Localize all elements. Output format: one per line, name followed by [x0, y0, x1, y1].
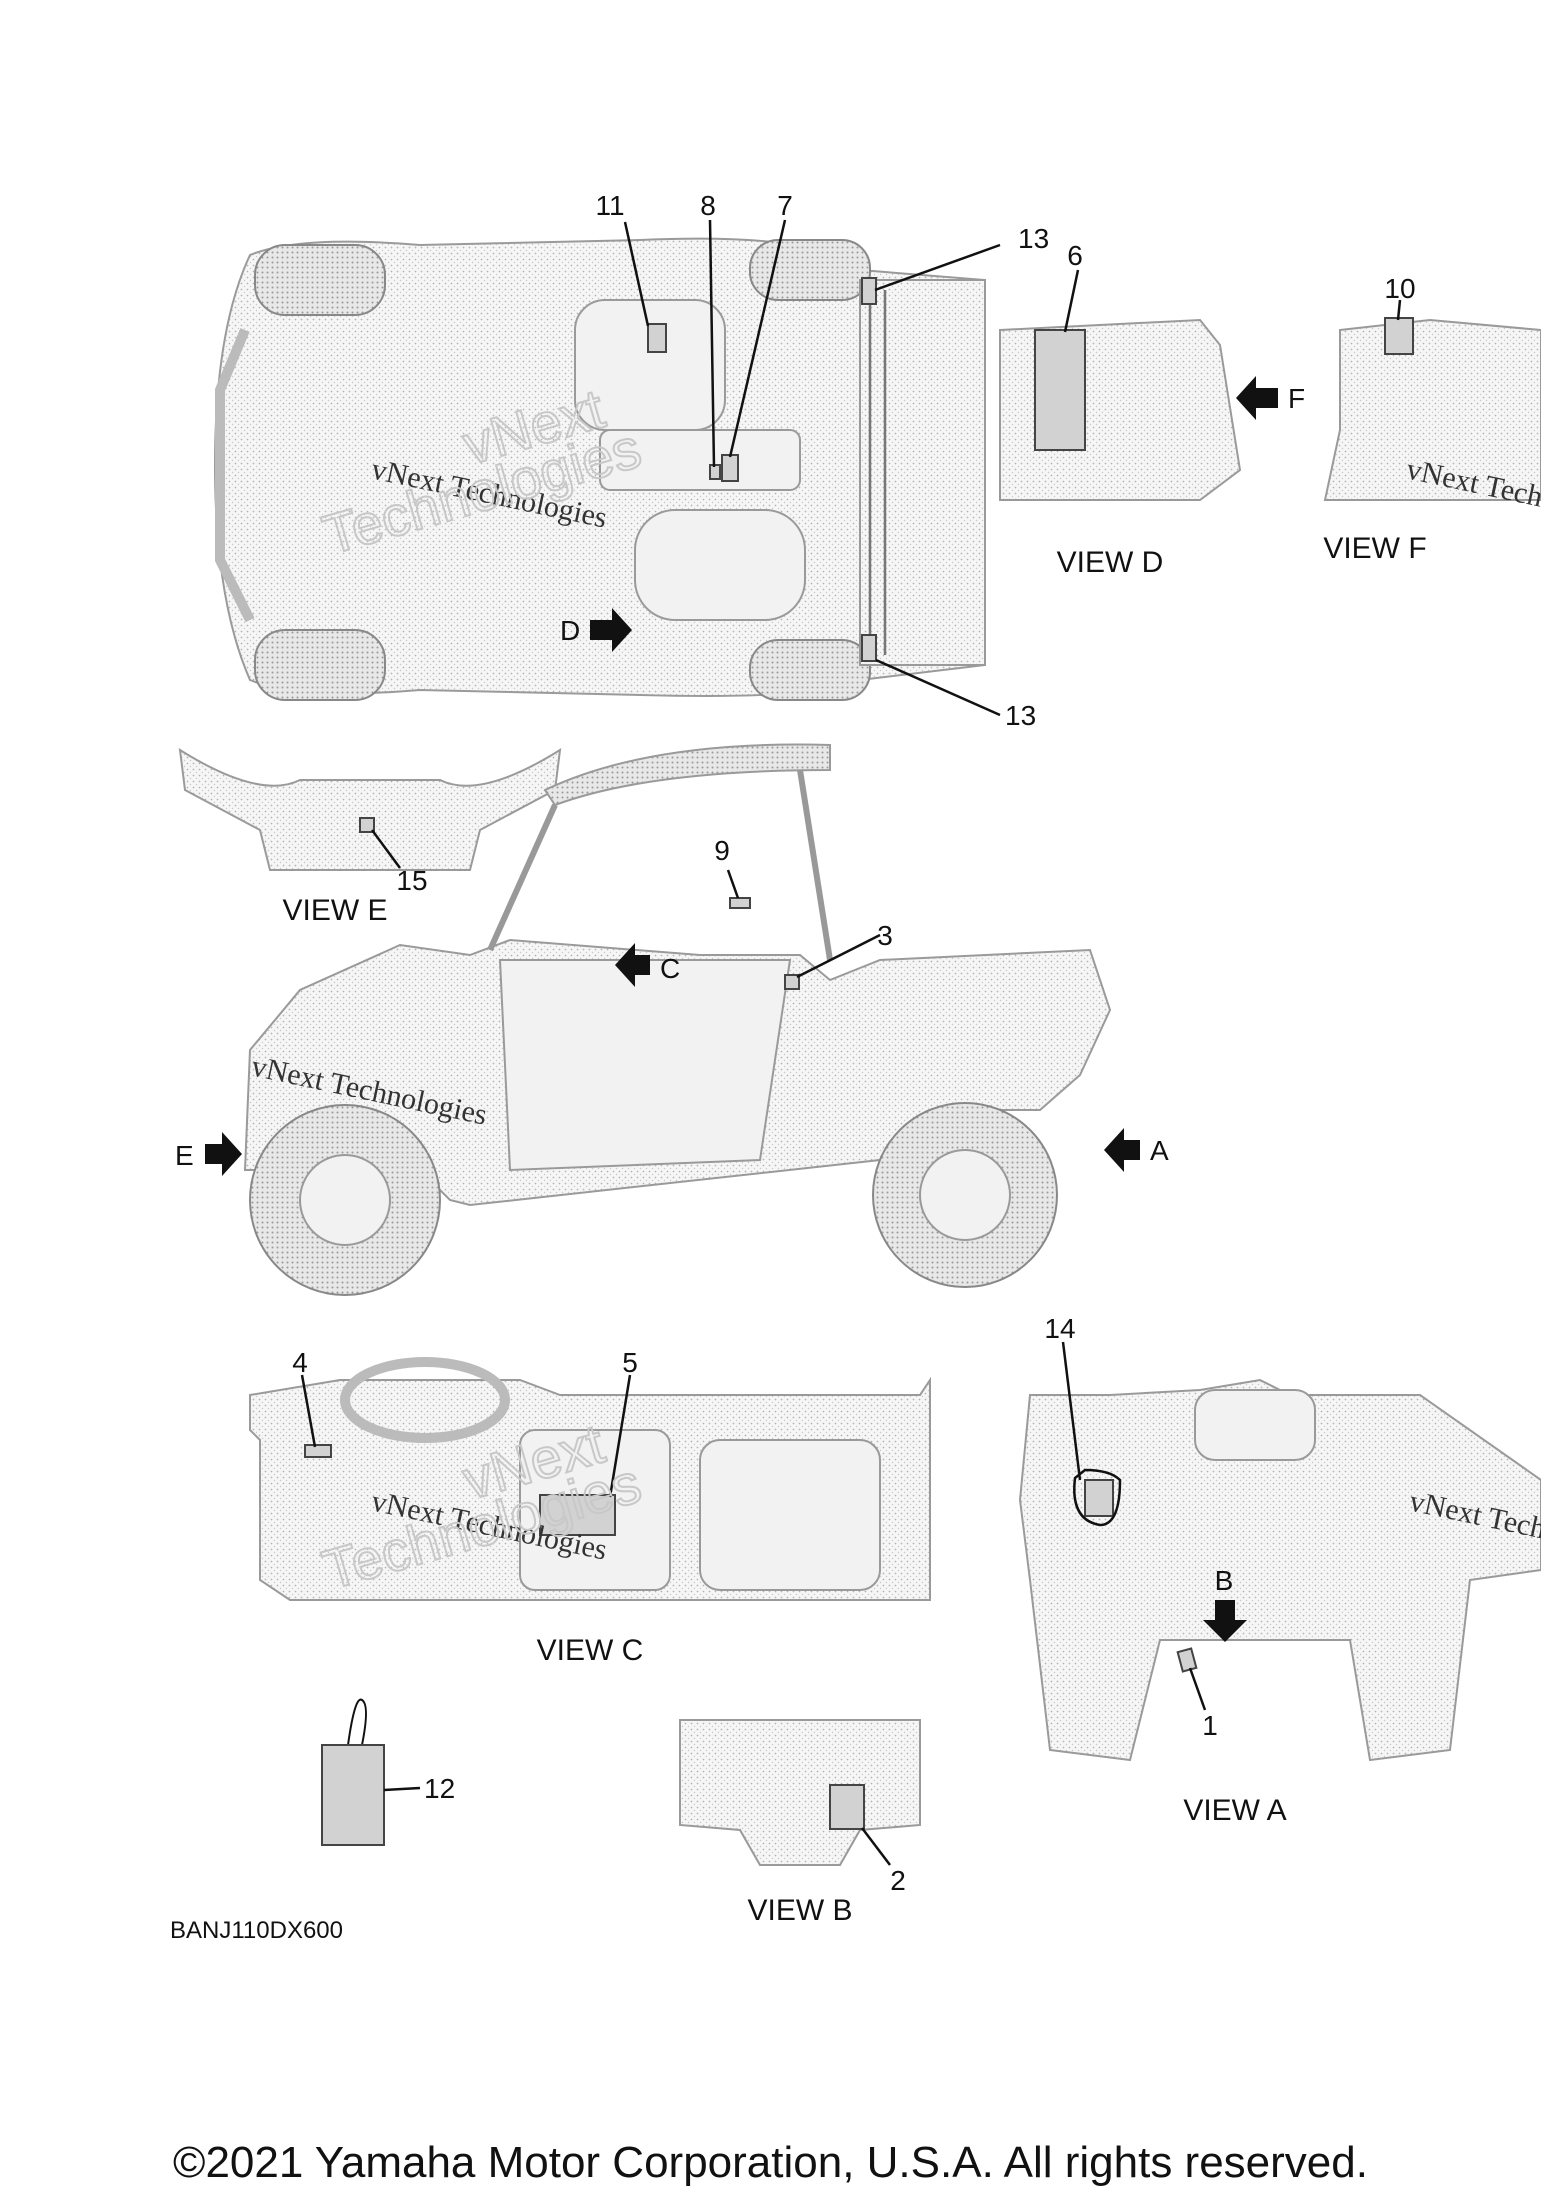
- label-2-tag: [829, 1784, 865, 1830]
- callout-8: 8: [700, 190, 716, 221]
- label-8-tag: [709, 464, 721, 480]
- label-13-bottom-tag: [861, 634, 877, 662]
- top-view-vehicle: [213, 237, 986, 701]
- label-6-tag: [1034, 329, 1086, 451]
- label-9-tag: [729, 897, 751, 909]
- view-f-arrow-icon: [1236, 376, 1278, 420]
- callout-9: 9: [714, 835, 730, 866]
- label-13-top-tag: [861, 277, 877, 305]
- callout-13-top: 13: [1018, 223, 1049, 254]
- caption-view-d: VIEW D: [1057, 546, 1164, 579]
- label-4-tag: [304, 1444, 332, 1458]
- callout-4: 4: [292, 1347, 308, 1378]
- label-1-tag: [1176, 1647, 1198, 1673]
- callout-15: 15: [396, 865, 427, 896]
- callout-3: 3: [877, 920, 893, 951]
- label-5-tag: [539, 1494, 616, 1536]
- caption-view-f: VIEW F: [1323, 532, 1426, 565]
- arrow-label-e: E: [175, 1140, 194, 1171]
- callout-12: 12: [424, 1773, 455, 1804]
- view-d-arrow-icon: [590, 608, 632, 652]
- caption-view-e: VIEW E: [282, 894, 387, 927]
- label-12-tag: [321, 1744, 385, 1846]
- caption-view-c: VIEW C: [537, 1634, 644, 1667]
- arrow-label-f: F: [1288, 383, 1305, 414]
- label-11-tag: [647, 323, 667, 353]
- label-10-tag: [1384, 317, 1414, 355]
- hang-tag-drawing: [321, 1698, 385, 1846]
- view-d-drawing: [999, 318, 1242, 501]
- view-e-drawing: [178, 748, 562, 871]
- callout-13-bottom: 13: [1005, 700, 1036, 731]
- diagram-code: BANJ110DX600: [170, 1917, 343, 1944]
- callout-2: 2: [890, 1865, 906, 1896]
- callout-14: 14: [1044, 1313, 1075, 1344]
- view-a-drawing: [1018, 1378, 1541, 1762]
- view-e-arrow-icon: [205, 1132, 242, 1176]
- callout-7: 7: [777, 190, 793, 221]
- view-c-drawing: [249, 1357, 931, 1601]
- callout-1: 1: [1202, 1710, 1218, 1741]
- arrow-label-b: B: [1215, 1565, 1234, 1596]
- label-14-tag: [1084, 1479, 1114, 1517]
- view-a-arrow-icon: [1104, 1128, 1140, 1172]
- view-b-arrow-icon: [1203, 1600, 1247, 1642]
- arrow-label-d: D: [560, 615, 580, 646]
- view-c-arrow-icon: [615, 943, 650, 987]
- side-view-vehicle: [243, 743, 1112, 1296]
- callout-11: 11: [595, 190, 624, 221]
- caption-view-a: VIEW A: [1183, 1794, 1286, 1827]
- view-f-drawing: [1323, 317, 1541, 501]
- copyright-footer: ©2021 Yamaha Motor Corporation, U.S.A. A…: [173, 2138, 1368, 2187]
- arrow-label-c: C: [660, 953, 680, 984]
- label-3-tag: [784, 974, 800, 990]
- label-15-tag: [359, 817, 375, 833]
- callout-6: 6: [1067, 240, 1083, 271]
- caption-view-b: VIEW B: [747, 1894, 852, 1927]
- arrow-label-a: A: [1150, 1135, 1169, 1166]
- view-b-drawing: [679, 1719, 921, 1866]
- callout-10: 10: [1384, 273, 1415, 304]
- label-7-tag: [721, 454, 739, 482]
- callout-5: 5: [622, 1347, 638, 1378]
